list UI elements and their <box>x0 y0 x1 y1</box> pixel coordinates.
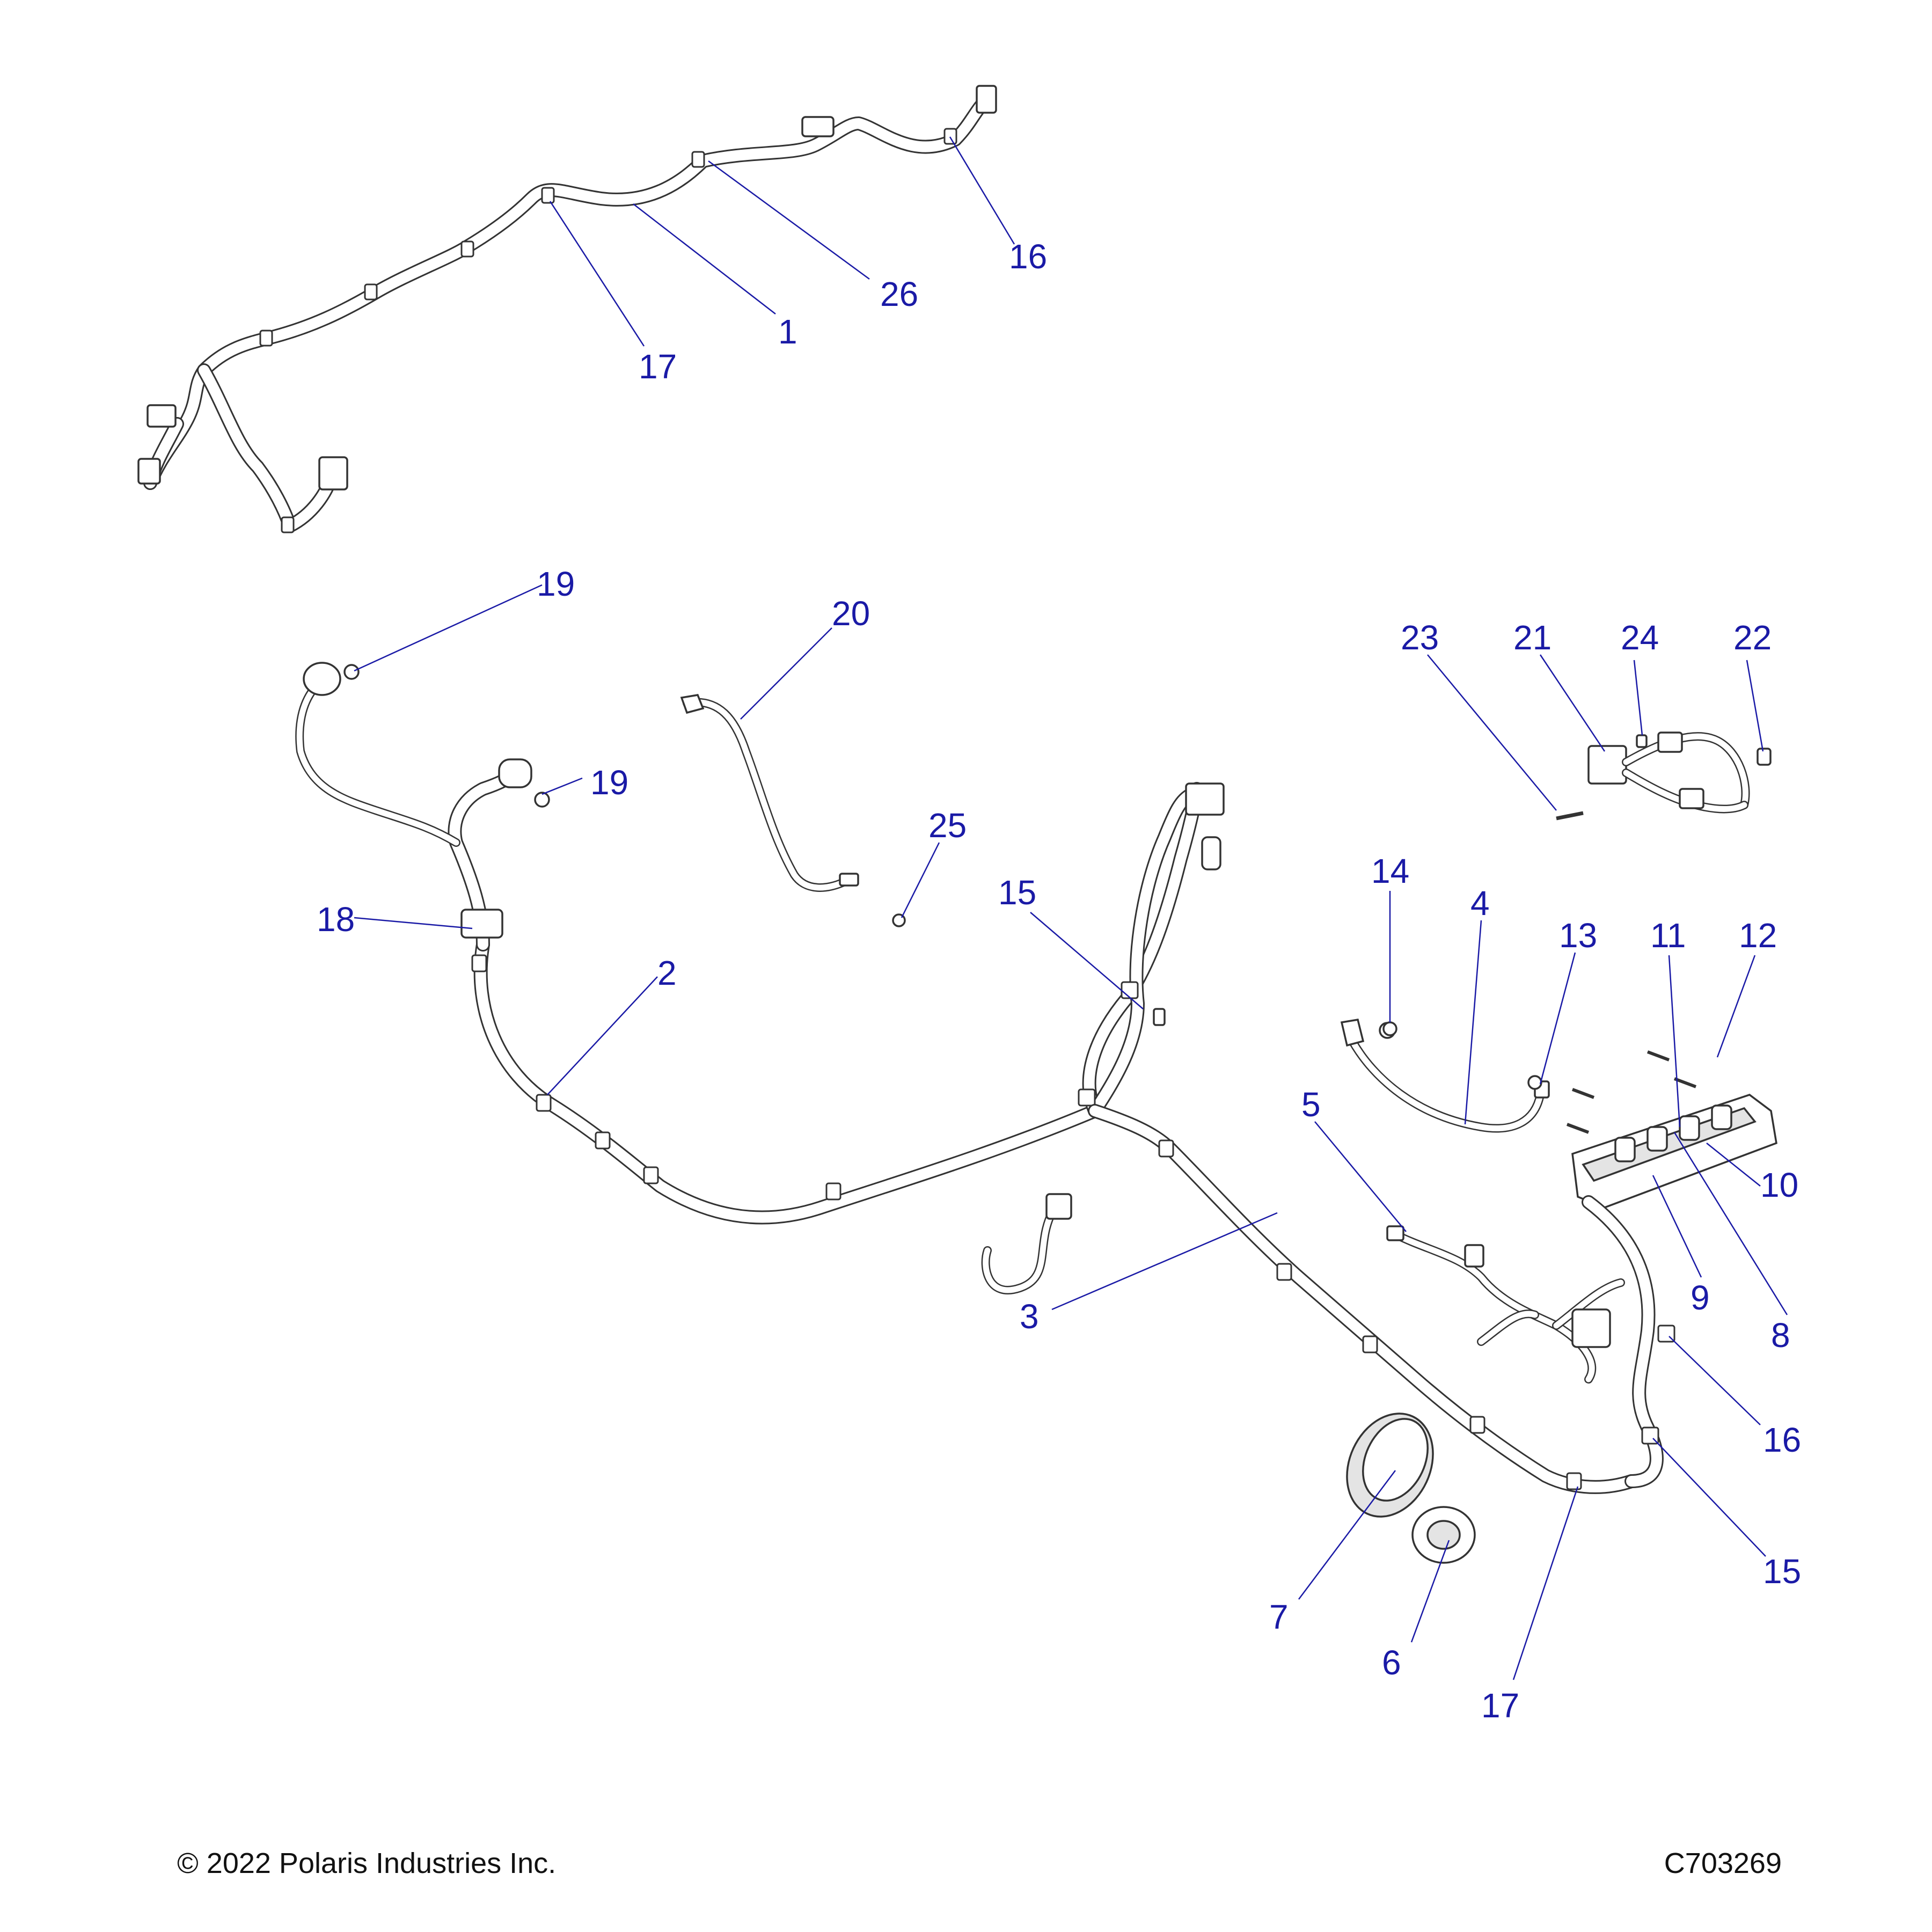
callout-14: 14 <box>1371 852 1409 890</box>
callout-13: 13 <box>1559 916 1597 955</box>
harness-part-3 <box>981 1104 1638 1494</box>
callout-6: 6 <box>1382 1643 1401 1682</box>
harness-part-1 <box>137 85 997 533</box>
callout-15: 15 <box>1763 1552 1801 1591</box>
callout-17: 17 <box>1481 1686 1519 1725</box>
fuse-block-parts-8-11 <box>1566 1050 1777 1488</box>
callout-5: 5 <box>1301 1085 1321 1124</box>
callout-25: 25 <box>928 806 967 845</box>
harness-part-2 <box>295 662 1225 1225</box>
module-parts-21-24 <box>1556 731 1772 821</box>
callout-2: 2 <box>657 954 677 992</box>
diagram-id: C703269 <box>1664 1847 1782 1879</box>
callout-24: 24 <box>1621 618 1659 657</box>
callout-1: 1 <box>778 312 797 351</box>
callout-18: 18 <box>317 900 355 939</box>
callout-3: 3 <box>1020 1297 1039 1336</box>
grommets-parts-6-7 <box>1346 1413 1476 1564</box>
callout-4: 4 <box>1470 884 1490 923</box>
callout-11: 11 <box>1650 916 1686 955</box>
callout-8: 8 <box>1771 1316 1790 1355</box>
cable-part-20 <box>680 694 859 892</box>
callout-10: 10 <box>1760 1166 1798 1204</box>
callout-23: 23 <box>1401 618 1439 657</box>
callout-19: 19 <box>590 763 628 802</box>
callout-16: 16 <box>1763 1421 1801 1459</box>
callout-21: 21 <box>1513 618 1552 657</box>
harness-part-5 <box>1386 1225 1625 1384</box>
cable-part-4 <box>1340 1019 1550 1133</box>
callout-22: 22 <box>1733 618 1772 657</box>
callout-20: 20 <box>832 594 870 633</box>
callout-17: 17 <box>639 347 677 386</box>
callout-labels: 1 16 26 17 19 20 19 25 18 2 15 23 21 24 … <box>317 237 1801 1725</box>
callout-15: 15 <box>998 873 1036 912</box>
callout-12: 12 <box>1739 916 1777 955</box>
callout-19: 19 <box>537 565 575 603</box>
callout-26: 26 <box>880 275 918 313</box>
fasteners <box>343 664 1542 1090</box>
callout-9: 9 <box>1690 1278 1710 1317</box>
callout-16: 16 <box>1009 237 1047 276</box>
callout-7: 7 <box>1269 1598 1289 1636</box>
leader-lines <box>354 136 1788 1680</box>
copyright-text: © 2022 Polaris Industries Inc. <box>177 1847 556 1879</box>
